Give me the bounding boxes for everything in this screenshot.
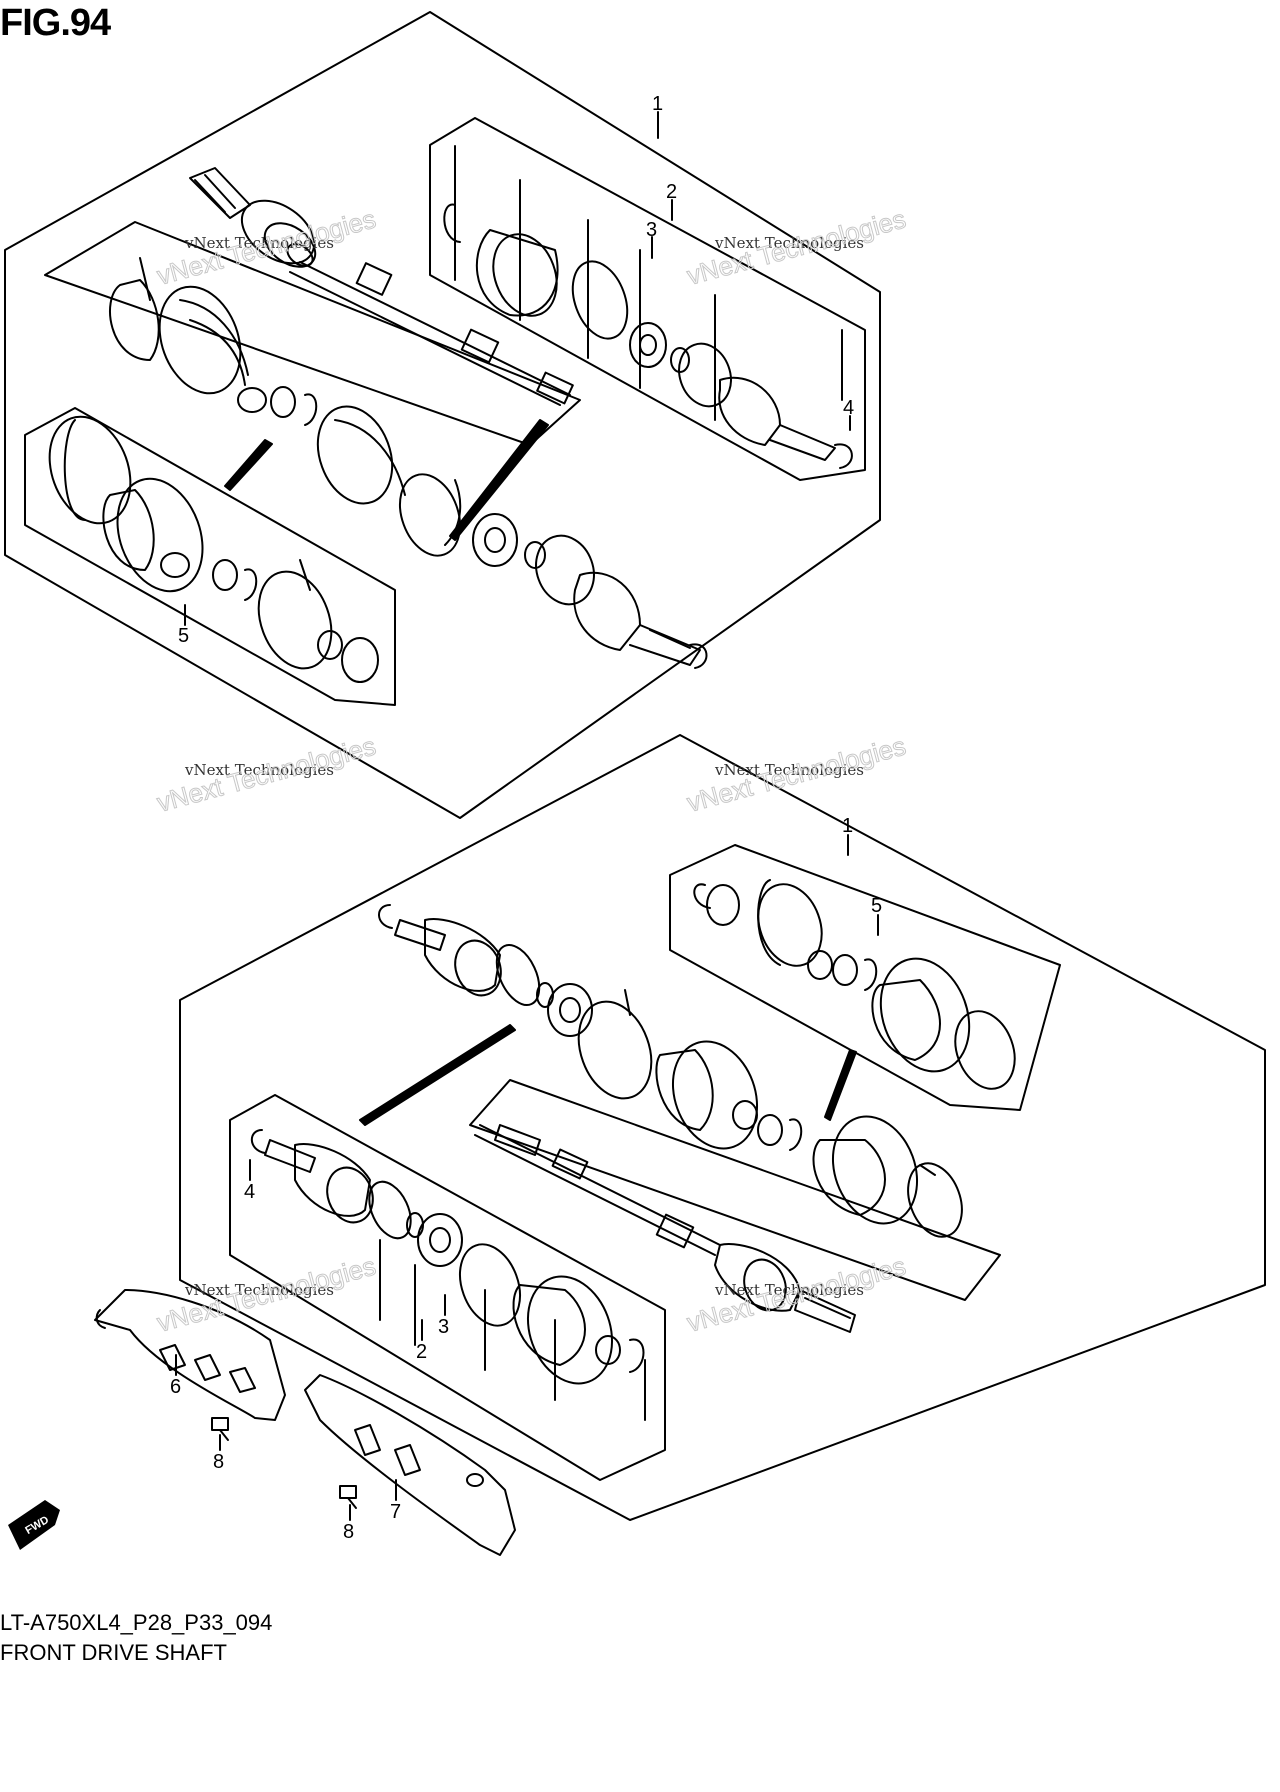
bottom-outer-joint (378, 904, 803, 1151)
watermark-text: vNext Technologies (184, 761, 334, 779)
bottom-drive-shaft (474, 1124, 856, 1333)
bottom-assembly-frame (179, 734, 1266, 1521)
bottom-inner-boot (812, 1115, 963, 1238)
figure-title: FIG.94 (0, 2, 111, 44)
top-assembly-frame (4, 11, 881, 819)
exploded-view-diagram: FWD vNext Technologies vNext Technologie… (4, 11, 1266, 1556)
callout-bottom-3: 3 (438, 1316, 449, 1338)
watermark-text: vNext Technologies (714, 761, 864, 779)
watermark-text: vNext Technologies (714, 234, 864, 252)
bottom-shaft-box (469, 1079, 1001, 1301)
top-joint-kit-parts (443, 203, 853, 469)
top-pointer-arrows (224, 419, 549, 541)
watermark-group: vNext Technologies vNext Technologies vN… (153, 203, 909, 1338)
part-group-caption: FRONT DRIVE SHAFT (0, 1640, 227, 1665)
bottom-pointer-arrows (359, 1024, 857, 1126)
bolt-8-left (211, 1417, 229, 1441)
bottom-joint-kit-parts (250, 1129, 645, 1385)
callout-top-1: 1 (652, 93, 663, 115)
top-boot-kit-box (24, 407, 396, 706)
callout-bottom-8b: 8 (343, 1521, 354, 1543)
watermark-text: vNext Technologies (184, 1281, 334, 1299)
top-callouts: 1 2 3 4 5 (178, 93, 854, 647)
front-skid-guard-right (304, 1374, 516, 1556)
top-inner-boot (109, 257, 462, 557)
top-boot-kit-parts (48, 415, 379, 683)
top-leader-lines (184, 111, 851, 626)
callout-bottom-6: 6 (170, 1376, 181, 1398)
bottom-joint-kit-box (229, 1094, 666, 1481)
callout-bottom-1: 1 (842, 815, 853, 837)
callout-bottom-8a: 8 (213, 1451, 224, 1473)
callout-bottom-4: 4 (244, 1181, 255, 1203)
callout-top-4: 4 (843, 397, 854, 419)
callout-bottom-5: 5 (871, 895, 882, 917)
callout-top-5: 5 (178, 625, 189, 647)
fwd-direction-badge: FWD (8, 1500, 60, 1550)
front-skid-guard-left (94, 1289, 286, 1421)
callout-bottom-2: 2 (416, 1341, 427, 1363)
model-code-caption: LT-A750XL4_P28_P33_094 (0, 1610, 273, 1635)
bottom-boot-kit-box (669, 844, 1061, 1111)
bottom-boot-kit-parts (693, 879, 1016, 1090)
callout-top-3: 3 (646, 219, 657, 241)
top-outer-joint-kit-box (429, 117, 866, 481)
bolt-8-right (339, 1485, 357, 1509)
callout-bottom-7: 7 (390, 1501, 401, 1523)
top-drive-shaft (189, 167, 574, 406)
bottom-callouts: 1 5 4 3 2 6 7 8 8 (170, 815, 882, 1543)
watermark-text: vNext Technologies (184, 234, 334, 252)
top-joint-housing (472, 513, 708, 669)
callout-top-2: 2 (666, 181, 677, 203)
watermark-text: vNext Technologies (714, 1281, 864, 1299)
bottom-leader-lines (175, 834, 879, 1521)
